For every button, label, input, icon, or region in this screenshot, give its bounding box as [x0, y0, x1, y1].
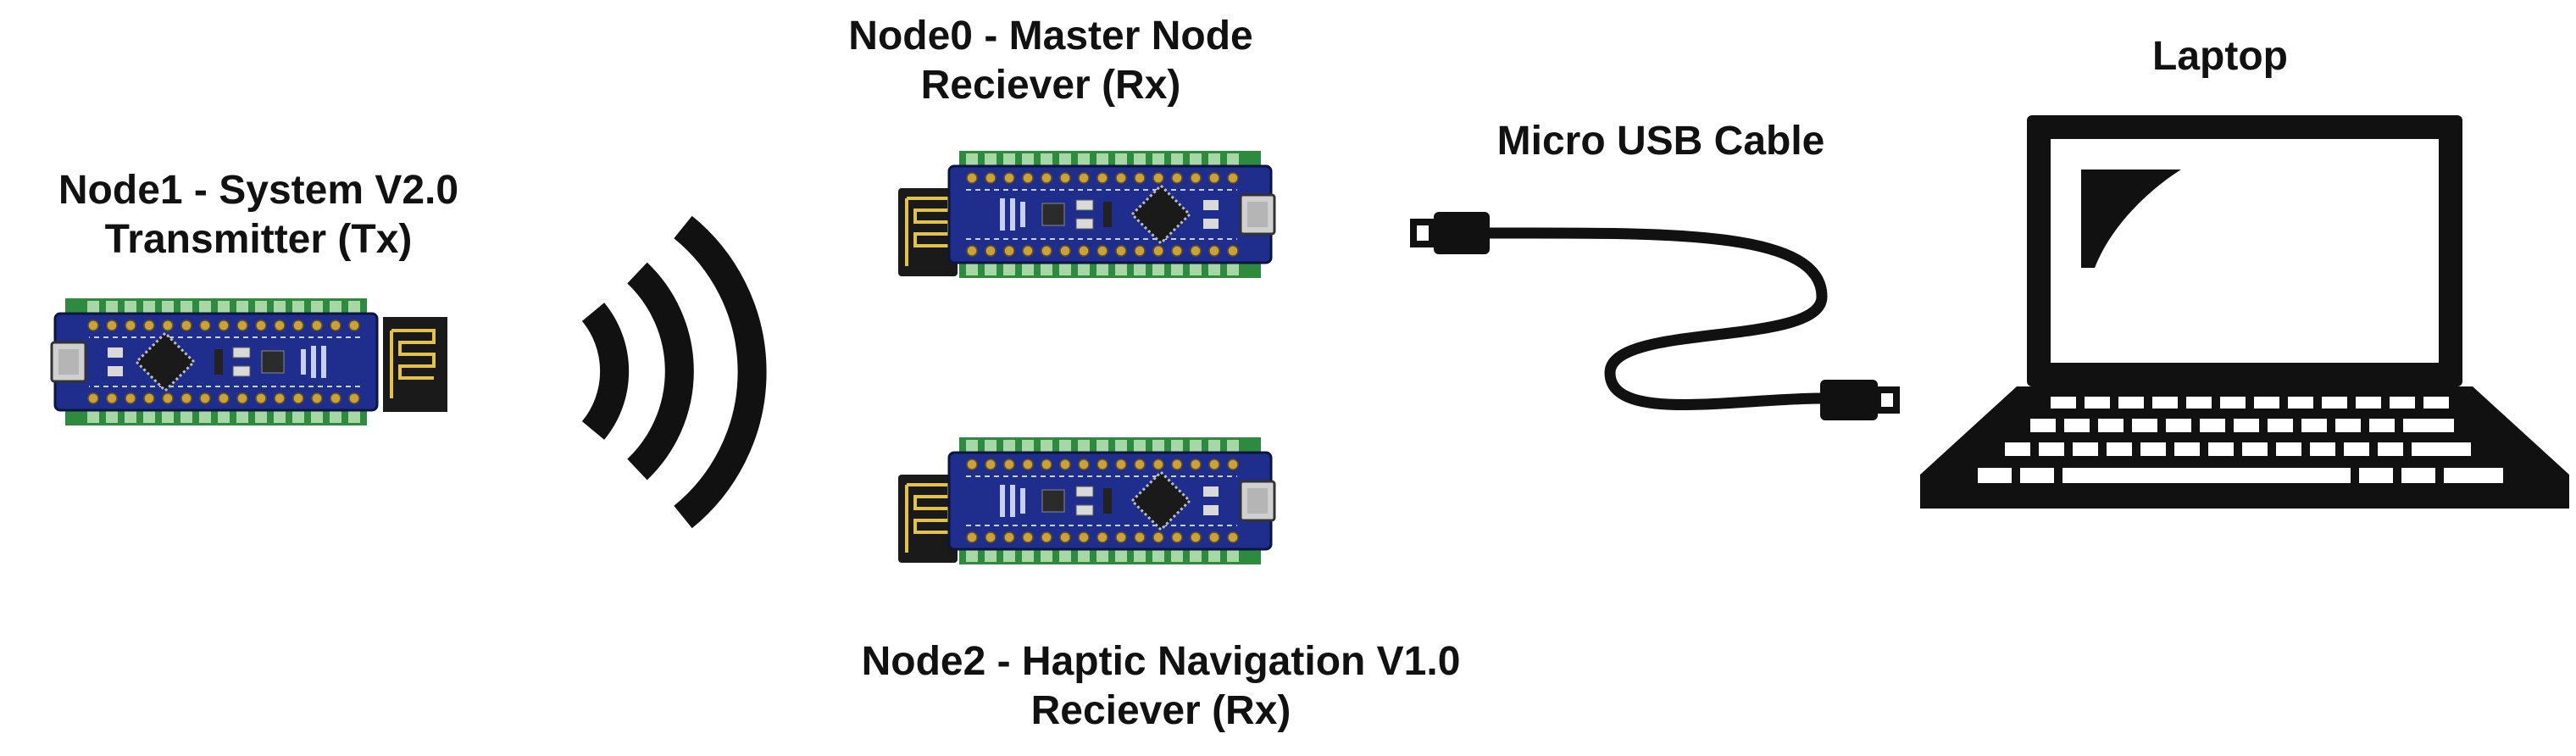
node0-role: Reciever (Rx)	[920, 63, 1181, 108]
node2-role: Reciever (Rx)	[1030, 688, 1291, 733]
micro-usb-cable-icon	[1410, 212, 1900, 420]
node2-title: Node2 - Haptic Navigation V1.0	[861, 639, 1461, 684]
node0-label: Node0 - Master Node Reciever (Rx)	[830, 12, 1271, 110]
node1-role: Transmitter (Tx)	[104, 217, 413, 262]
node2-label: Node2 - Haptic Navigation V1.0 Reciever …	[729, 637, 1593, 736]
laptop-label: Laptop	[2152, 34, 2288, 79]
node1-radio-module	[381, 317, 447, 412]
laptop-icon	[1920, 115, 2569, 509]
cable-label: Micro USB Cable	[1496, 119, 1825, 164]
node2-board	[947, 436, 1276, 566]
node1-board	[50, 297, 379, 427]
node0-title: Node0 - Master Node	[848, 14, 1253, 58]
node1-label: Node1 - System V2.0 Transmitter (Tx)	[0, 166, 517, 264]
node1-title: Node1 - System V2.0	[58, 168, 459, 213]
wireless-signal-icon	[581, 215, 767, 529]
node0-board	[947, 149, 1276, 280]
